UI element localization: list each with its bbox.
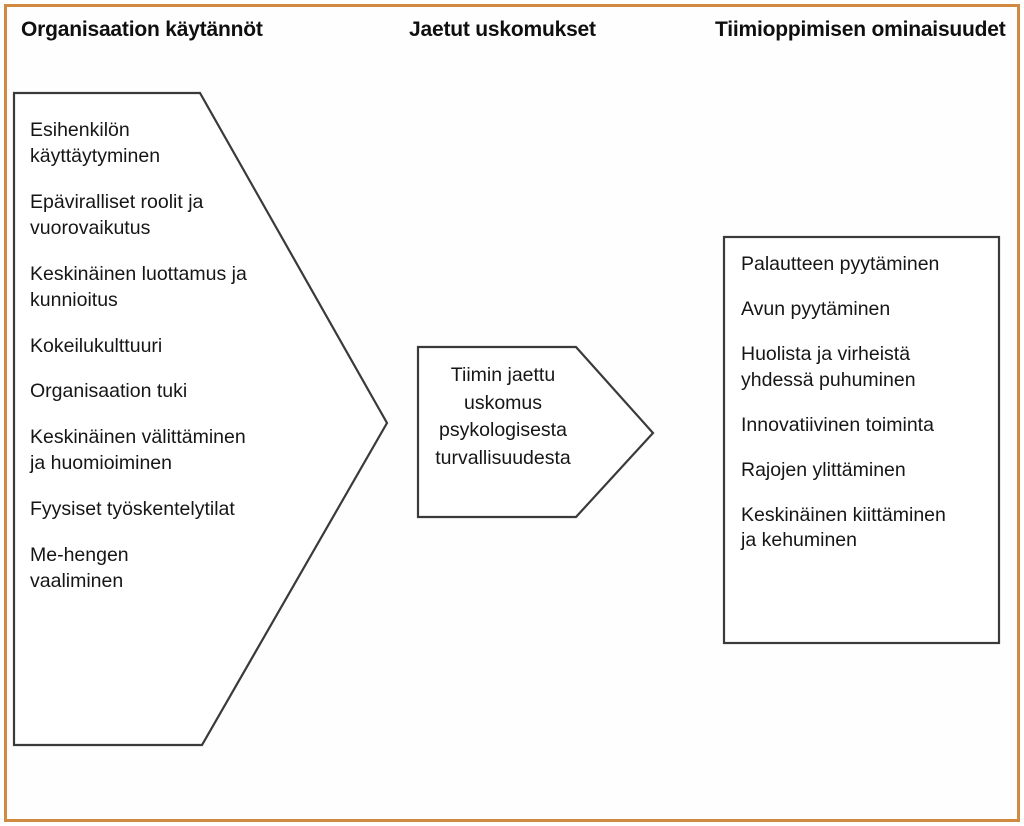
column-title-organisaation-kaytannot: Organisaation käytännöt xyxy=(21,18,263,41)
features-item-list: Palautteen pyytäminen Avun pyytäminen Hu… xyxy=(741,252,989,554)
list-item: Me-hengen vaaliminen xyxy=(30,544,129,593)
list-item: Keskinäinen välittäminen ja huomioiminen xyxy=(30,426,246,475)
practices-item-list: Esihenkilön käyttäytyminen Epäviralliset… xyxy=(30,118,330,595)
list-item: Epäviralliset roolit ja vuorovaikutus xyxy=(30,190,204,239)
column-title-tiimioppimisen-ominaisuudet: Tiimioppimisen ominaisuudet xyxy=(715,18,1006,41)
list-item: Fyysiset työskentelytilat xyxy=(30,498,235,521)
list-item: Esihenkilön käyttäytyminen xyxy=(30,119,161,167)
list-item: Kokeilukulttuuri xyxy=(30,334,163,357)
list-item: Avun pyytäminen xyxy=(741,297,891,320)
list-item: Rajojen ylittäminen xyxy=(741,458,906,481)
column-title-jaetut-uskomukset: Jaetut uskomukset xyxy=(409,18,596,41)
list-item: Innovatiivinen toiminta xyxy=(741,413,934,436)
list-item: Keskinäinen luottamus ja kunnioitus xyxy=(30,262,247,311)
list-item: Organisaation tuki xyxy=(30,380,188,403)
list-item: Keskinäinen kiittäminen ja kehuminen xyxy=(741,503,946,552)
list-item: Huolista ja virheistä yhdessä puhuminen xyxy=(741,342,916,391)
beliefs-chevron-text: Tiimin jaettu uskomus psykologisesta tur… xyxy=(435,364,571,470)
list-item: Palautteen pyytäminen xyxy=(741,253,940,275)
